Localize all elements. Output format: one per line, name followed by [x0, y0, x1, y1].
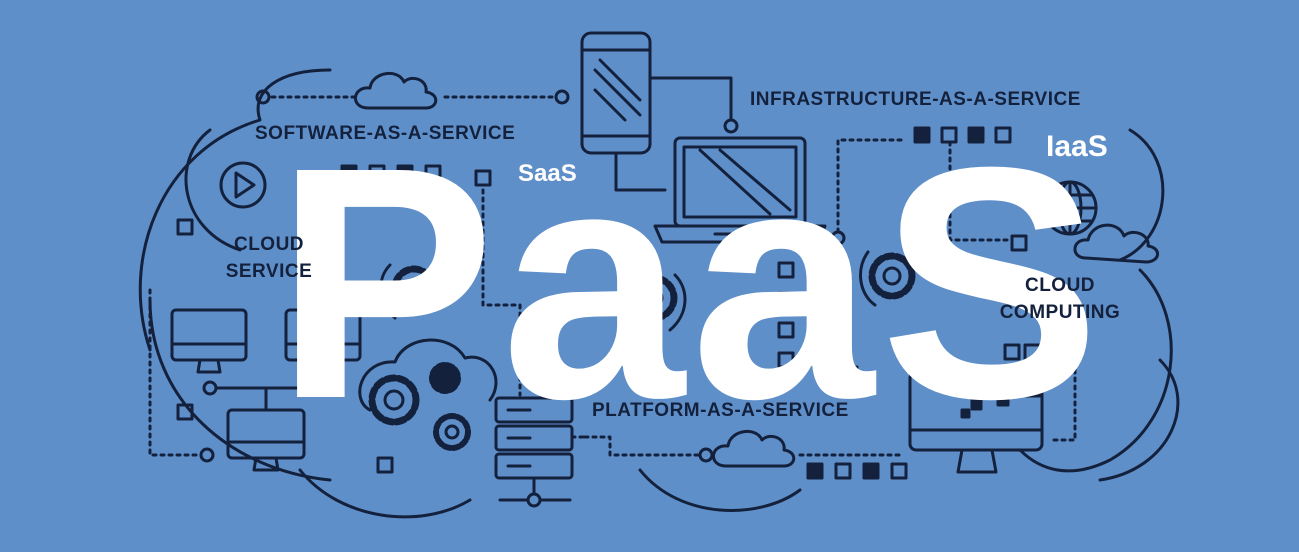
label-cloud-computing-line2: COMPUTING [999, 302, 1121, 323]
dotted-link [481, 188, 522, 397]
node-dot [202, 380, 218, 396]
gear-icon [429, 362, 461, 394]
laptop-icon [653, 136, 827, 244]
swirl-right-top [1118, 128, 1165, 262]
gear-icon [868, 252, 916, 300]
label-saas: SOFTWARE-AS-A-SERVICE [255, 123, 516, 144]
abbr-iaas: IaaS [1046, 130, 1108, 163]
square-row [806, 462, 908, 480]
gear-icon [433, 413, 471, 451]
monitor-icon [284, 308, 362, 374]
cloud-icon [354, 72, 438, 110]
cloud-icon [712, 430, 796, 468]
link-phone-down [614, 151, 667, 192]
abbr-saas: SaaS [518, 160, 577, 187]
dotted-link [1048, 328, 1077, 442]
swirl-gear [668, 273, 687, 332]
swirl-right-outer [1098, 358, 1180, 482]
cloud-icon [1073, 223, 1159, 264]
swirl-left-bottom [148, 298, 332, 482]
play-icon [219, 161, 267, 209]
label-cloud-service-line2: SERVICE [225, 261, 313, 282]
swirl-bottom-center [638, 468, 802, 512]
swirl-bottom-left [298, 468, 472, 519]
monitor-icon [908, 370, 1044, 474]
swirl-gear [620, 273, 642, 332]
square-row [340, 164, 492, 187]
link-phone-laptop [648, 76, 733, 122]
monitor-icon [226, 408, 306, 472]
label-cloud-computing: CLOUD COMPUTING [980, 275, 1140, 324]
cloud-icon [358, 338, 498, 412]
node-dot [255, 89, 271, 105]
swirl-left-top [138, 68, 332, 352]
dotted-link [148, 288, 202, 457]
node-dot [723, 118, 739, 134]
gear-icon [391, 265, 437, 311]
dotted-link [836, 138, 907, 234]
swirl-gear [379, 263, 397, 320]
swirl-right-bottom [1018, 268, 1173, 473]
label-cloud-service-line1: CLOUD [233, 234, 305, 255]
dotted-link [583, 435, 702, 457]
square-node [176, 218, 194, 236]
node-dot [199, 447, 215, 463]
globe-icon [1042, 180, 1098, 236]
gear-icon [630, 274, 678, 322]
square-column [777, 261, 795, 369]
monitor-icon [170, 308, 248, 374]
square-node [841, 365, 859, 383]
pixel-cluster [960, 343, 1053, 419]
square-node [376, 456, 394, 474]
label-cloud-service: CLOUD SERVICE [214, 234, 324, 283]
label-paas: PLATFORM-AS-A-SERVICE [592, 400, 849, 421]
square-node [176, 403, 194, 421]
node-dot [554, 89, 570, 105]
page-title: PaaS [275, 98, 1107, 467]
square-row [913, 126, 1012, 144]
label-iaas: INFRASTRUCTURE-AS-A-SERVICE [750, 89, 1081, 110]
swirl-left-inner [184, 128, 242, 252]
swirl-gear [859, 250, 877, 307]
dotted-link [948, 140, 1012, 242]
label-cloud-computing-line1: CLOUD [1024, 275, 1096, 296]
square-node [1010, 234, 1028, 252]
node-dot [698, 447, 714, 463]
gear-icon [368, 374, 420, 426]
